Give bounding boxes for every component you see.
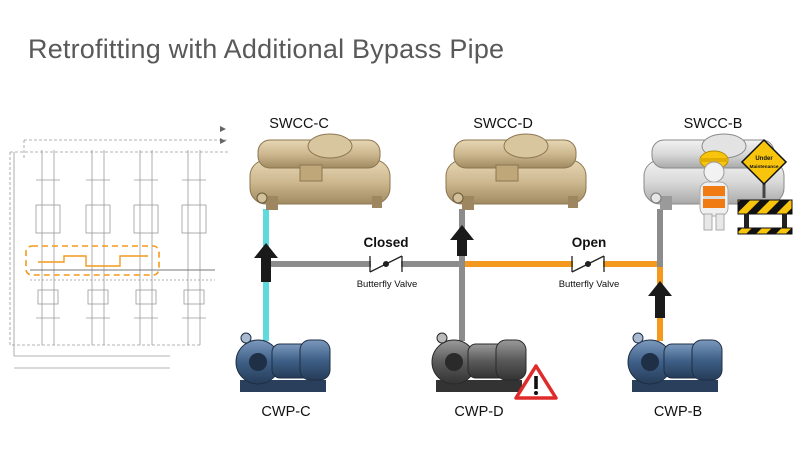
arrow-up-icon (254, 243, 278, 282)
label-cwp-c: CWP-C (261, 404, 310, 420)
worker-icon (699, 150, 729, 231)
chiller-swcc-d (445, 133, 587, 210)
label-swcc-d: SWCC-D (473, 116, 533, 132)
label-cwp-b: CWP-B (654, 404, 702, 420)
arrow-up-icon (648, 281, 672, 318)
pump-cwp-d (431, 332, 527, 392)
valve-left-state: Closed (363, 235, 408, 250)
slide-title: Retrofitting with Additional Bypass Pipe (28, 34, 505, 64)
sign-line2: Maintenance (749, 164, 778, 170)
valve-right-state: Open (572, 235, 607, 250)
pipe-open-path (459, 261, 663, 341)
valve-right-name: Butterfly Valve (559, 279, 620, 290)
label-swcc-c: SWCC-C (269, 116, 329, 132)
warning-triangle-icon (514, 364, 558, 400)
pid-highlight-line (38, 255, 148, 267)
valve-left-name: Butterfly Valve (357, 279, 418, 290)
label-swcc-b: SWCC-B (684, 116, 743, 132)
pid-schematic (9, 126, 228, 369)
maintenance-sign: Under Maintenance (737, 138, 793, 235)
label-cwp-d: CWP-D (454, 404, 503, 420)
butterfly-valve-icon (369, 255, 403, 273)
pump-cwp-b (627, 332, 723, 392)
butterfly-valve-icon (571, 255, 605, 273)
sign-line1: Under (755, 156, 773, 162)
pid-highlight-box (25, 245, 160, 276)
barrier (737, 199, 793, 215)
arrow-up-icon (450, 225, 474, 256)
pump-cwp-c (235, 332, 331, 392)
chiller-swcc-c (249, 133, 391, 210)
